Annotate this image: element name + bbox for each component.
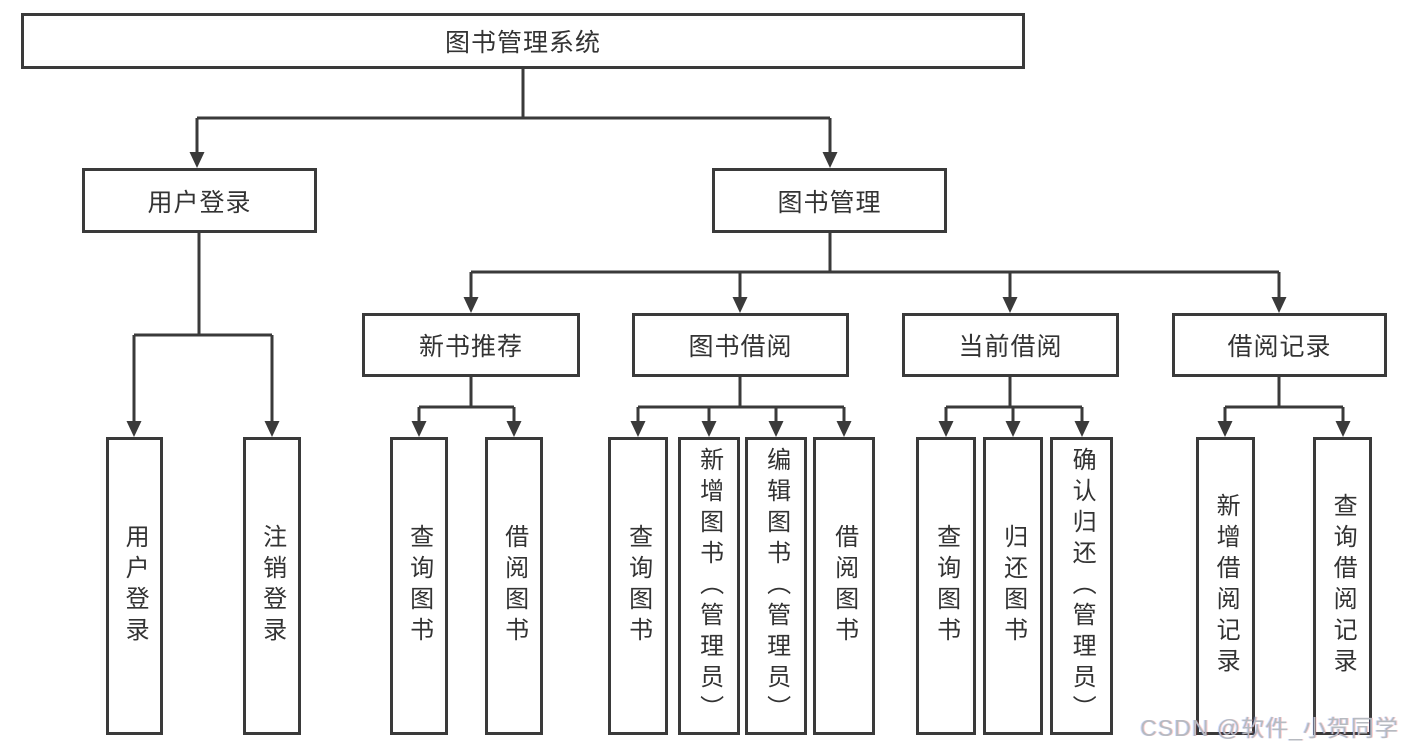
arrow-to-borrow-records — [1271, 297, 1287, 313]
arrow-leaf-borrow-books-1 — [506, 421, 522, 437]
node-book-management: 图书管理 — [712, 168, 947, 233]
leaf-confirm-return-admin-label: 确认归还（管理员） — [1068, 446, 1096, 726]
leaf-user-login-label: 用户登录 — [121, 524, 149, 648]
node-root: 图书管理系统 — [21, 13, 1025, 69]
arrow-leaf-edit-book — [768, 421, 784, 437]
leaf-add-borrow-record: 新增借阅记录 — [1196, 437, 1255, 735]
connector-borrow-records-to-leaves — [1223, 377, 1345, 429]
leaf-query-books-borrow-label: 查询图书 — [624, 524, 652, 648]
connector-new-book-to-leaves — [417, 377, 516, 429]
node-user-login: 用户登录 — [82, 168, 317, 233]
leaf-logout-label: 注销登录 — [258, 524, 286, 648]
leaf-edit-book-admin: 编辑图书（管理员） — [745, 437, 807, 735]
arrow-to-new-book — [463, 297, 479, 313]
node-current-borrow-label: 当前借阅 — [958, 333, 1063, 361]
arrow-leaf-user-login — [126, 421, 142, 437]
csdn-watermark: CSDN @软件_小贺同学 — [1140, 715, 1399, 741]
node-book-management-label: 图书管理 — [777, 188, 882, 217]
leaf-logout: 注销登录 — [243, 437, 301, 735]
leaf-add-book-admin: 新增图书（管理员） — [678, 437, 740, 735]
leaf-query-borrow-record: 查询借阅记录 — [1313, 437, 1372, 735]
leaf-query-books-current: 查询图书 — [916, 437, 976, 735]
arrow-leaf-query-books-2 — [630, 421, 646, 437]
node-book-borrow-label: 图书借阅 — [688, 333, 793, 361]
arrowheads — [126, 152, 1351, 437]
arrow-leaf-confirm-return — [1074, 421, 1090, 437]
arrow-leaf-query-books-3 — [938, 421, 954, 437]
leaf-borrow-books-recommend-label: 借阅图书 — [500, 524, 528, 648]
leaf-query-books-recommend: 查询图书 — [390, 437, 448, 735]
node-book-borrow: 图书借阅 — [632, 313, 849, 377]
leaf-return-books-label: 归还图书 — [999, 524, 1027, 648]
connector-current-borrow-to-leaves — [944, 377, 1084, 429]
node-root-label: 图书管理系统 — [444, 29, 601, 57]
connector-book-mgmt-to-level3 — [469, 233, 1281, 305]
node-new-book-recommend: 新书推荐 — [362, 313, 580, 377]
node-current-borrow: 当前借阅 — [902, 313, 1119, 377]
arrow-leaf-return-books — [1005, 421, 1021, 437]
leaf-edit-book-admin-label: 编辑图书（管理员） — [762, 446, 790, 726]
leaf-add-borrow-record-label: 新增借阅记录 — [1212, 493, 1240, 679]
node-new-book-recommend-label: 新书推荐 — [418, 333, 523, 361]
node-borrow-records-label: 借阅记录 — [1227, 333, 1332, 361]
leaf-query-books-recommend-label: 查询图书 — [405, 524, 433, 648]
arrow-to-user-login — [189, 152, 205, 168]
connector-root-to-level2 — [195, 69, 832, 160]
connector-user-login-to-leaves — [132, 233, 274, 429]
arrow-to-current-borrow — [1002, 297, 1018, 313]
arrow-leaf-logout — [264, 421, 280, 437]
leaf-borrow-books: 借阅图书 — [813, 437, 875, 735]
arrow-to-book-mgmt — [822, 152, 838, 168]
leaf-query-books-current-label: 查询图书 — [932, 524, 960, 648]
node-user-login-label: 用户登录 — [147, 188, 252, 217]
leaf-add-book-admin-label: 新增图书（管理员） — [695, 446, 723, 726]
connector-book-borrow-to-leaves — [636, 377, 846, 429]
node-borrow-records: 借阅记录 — [1172, 313, 1387, 377]
leaf-confirm-return-admin: 确认归还（管理员） — [1050, 437, 1113, 735]
arrow-leaf-query-books-1 — [411, 421, 427, 437]
leaf-borrow-books-recommend: 借阅图书 — [485, 437, 543, 735]
leaf-user-login: 用户登录 — [106, 437, 163, 735]
arrow-leaf-borrow-books-2 — [836, 421, 852, 437]
leaf-query-books-borrow: 查询图书 — [608, 437, 668, 735]
leaf-query-borrow-record-label: 查询借阅记录 — [1329, 493, 1357, 679]
arrow-leaf-add-record — [1217, 421, 1233, 437]
leaf-borrow-books-label: 借阅图书 — [830, 524, 858, 648]
arrow-leaf-add-book — [701, 421, 717, 437]
arrow-to-book-borrow — [732, 297, 748, 313]
arrow-leaf-query-record — [1335, 421, 1351, 437]
leaf-return-books: 归还图书 — [983, 437, 1043, 735]
